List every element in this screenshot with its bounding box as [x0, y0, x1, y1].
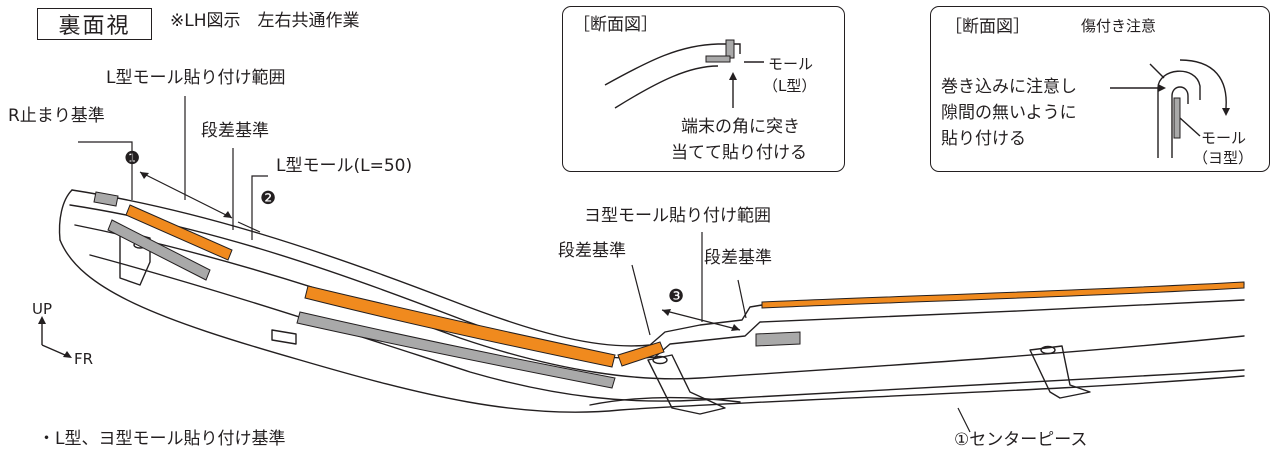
- inset-right-note-3: 貼り付ける: [941, 129, 1026, 149]
- marker-1: ❶: [124, 148, 141, 169]
- part-edge-2: [69, 204, 1245, 359]
- part-bottom-edge: [59, 239, 1245, 413]
- dim-arrow-1: [139, 171, 233, 219]
- l-range-label: L型モール貼り付け範囲: [106, 68, 286, 88]
- part-left-end: [58, 189, 73, 241]
- r-stop-ref-label: R止まり基準: [8, 106, 105, 126]
- small-clip: [271, 329, 297, 345]
- step-ref-label-2: 段差基準: [558, 241, 626, 261]
- inset-left-mold-label: モール: [768, 55, 814, 73]
- grey-strip-1: [93, 191, 119, 207]
- yo-section-profile-inner: [1171, 86, 1189, 158]
- dim-arrow-3: [661, 309, 741, 331]
- grey-strip-2: [107, 219, 211, 281]
- part-edge-3: [74, 224, 1245, 380]
- part-label: ①センターピース: [954, 430, 1088, 450]
- l-mold-strip-1: [125, 204, 233, 261]
- section-inset-left: ［断面図］ モール （L型） 端末の角に突き 当てて貼り付ける: [562, 6, 845, 172]
- header-note: ※LH図示 左右共通作業: [170, 11, 360, 31]
- yo-section-mold: [1173, 97, 1181, 139]
- inset-left-note-2: 当てて貼り付ける: [671, 143, 807, 163]
- marker-3: ❸: [668, 286, 685, 307]
- yo-section-caution-leader: [1149, 63, 1165, 79]
- inset-right-title: ［断面図］: [945, 17, 1030, 37]
- l-section-profile-top: [604, 43, 741, 86]
- inset-right-mold-label: モール: [1201, 129, 1247, 147]
- section-inset-right: ［断面図］ 傷付き注意 巻き込みに注意し 隙間の無いように 貼り付ける モール …: [930, 6, 1270, 172]
- step-leader-3: [737, 279, 747, 319]
- mid-bracket: [647, 354, 726, 415]
- grey-strip-3: [296, 311, 616, 389]
- l-section-profile-bot: [614, 65, 719, 109]
- inset-right-mold-type: （ヨ型）: [1193, 149, 1254, 167]
- direction-axes: [41, 322, 66, 356]
- footer-note: ・L型、ヨ型モール貼り付け基準: [38, 429, 286, 449]
- dim-arrow-2: [237, 221, 261, 233]
- grey-strip-4: [755, 331, 801, 347]
- inset-right-caution: 傷付き注意: [1081, 17, 1157, 35]
- up-label: UP: [32, 300, 53, 318]
- l-mold-strip-2: [304, 285, 616, 368]
- r-stop-leader: [78, 141, 133, 200]
- fr-label: FR: [74, 350, 94, 368]
- inset-left-mold-type: （L型）: [763, 77, 817, 95]
- right-bracket: [1029, 345, 1091, 399]
- yo-mold-strip: [761, 281, 1245, 309]
- part-leader: [957, 407, 971, 433]
- l-mold-strip-3: [617, 341, 665, 367]
- view-label: 裏面視: [58, 14, 131, 39]
- inset-right-note-1: 巻き込みに注意し: [941, 77, 1077, 97]
- yo-section-wrap-arrow: [1179, 59, 1227, 109]
- l-mold-label: L型モール(L=50): [276, 156, 413, 176]
- l-mold-leader: [251, 175, 268, 240]
- step-ref-label-3: 段差基準: [704, 248, 772, 268]
- step-leader-2: [631, 264, 651, 336]
- inset-left-note-1: 端末の角に突き: [681, 117, 800, 137]
- yo-range-label: ヨ型モール貼り付け範囲: [584, 206, 771, 226]
- inset-right-note-2: 隙間の無いように: [941, 103, 1077, 123]
- view-label-box: 裏面視: [37, 8, 152, 40]
- inset-left-title: ［断面図］: [573, 15, 658, 35]
- marker-2: ❷: [260, 188, 277, 209]
- yo-section-mold-leader: [1179, 117, 1201, 137]
- step-ref-label-1: 段差基準: [201, 121, 269, 141]
